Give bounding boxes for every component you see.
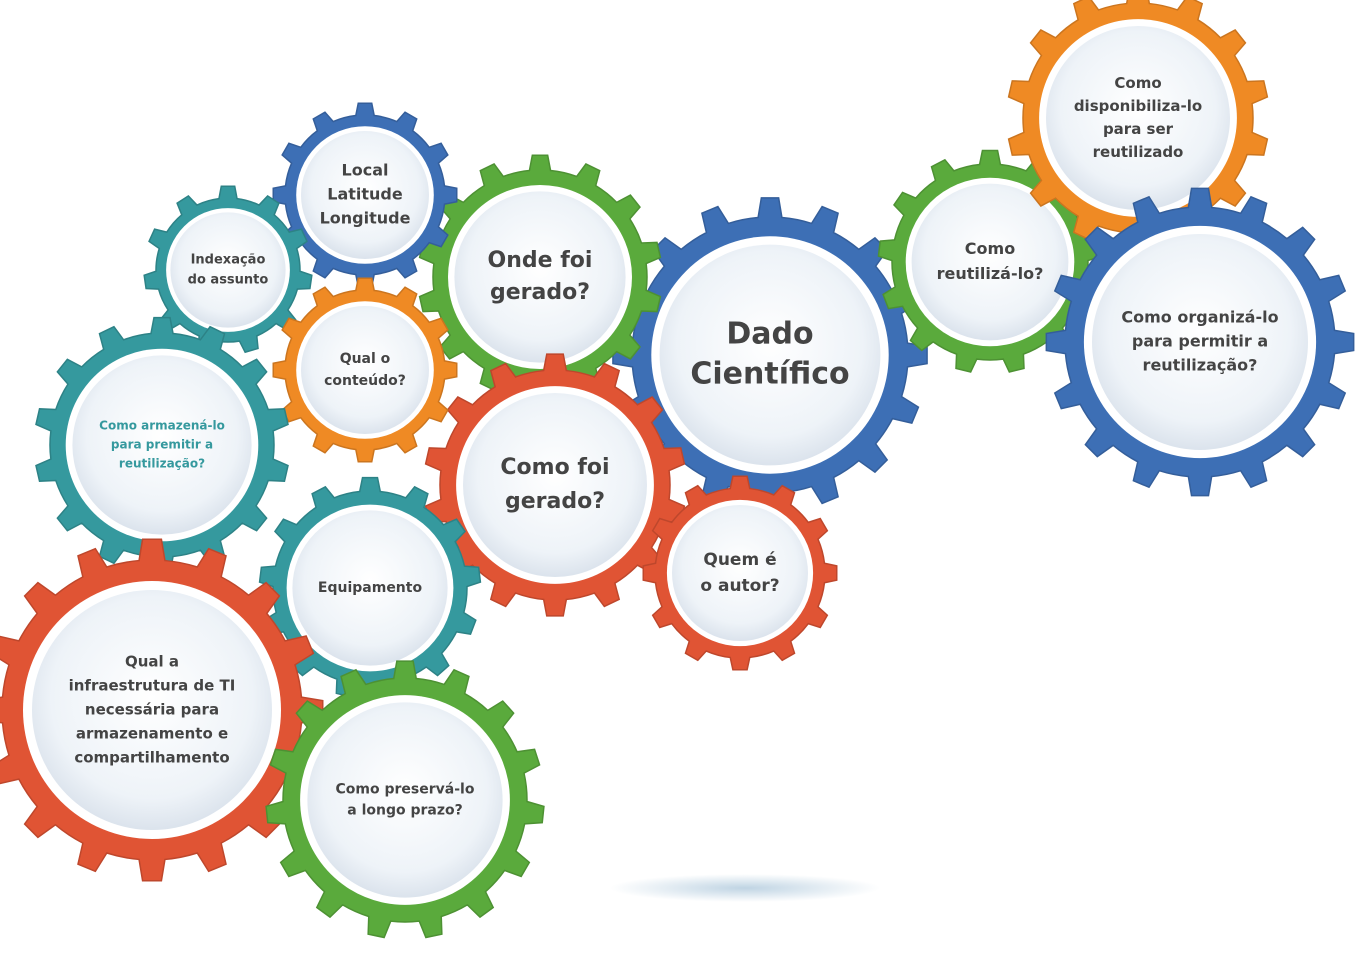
gear-label-line: reutilização? [1143, 356, 1258, 375]
gear-face [301, 131, 429, 259]
gear-label-line: Como [1114, 74, 1161, 92]
gear-label-line: disponibiliza-lo [1074, 97, 1202, 115]
gear-indexacao: Indexação do assunto [143, 185, 313, 354]
gear-label-line: Como armazená-lo [99, 419, 225, 433]
gear-face [72, 355, 252, 535]
gear-como-reutiliza: Como reutilizá-lo? [877, 149, 1103, 373]
gear-label-line: Científico [690, 357, 849, 392]
gear-face [454, 191, 626, 363]
gear-face [911, 183, 1069, 341]
gear-face [307, 702, 503, 898]
gear-como-foi-gerado: Como foi gerado? [424, 353, 686, 617]
gear-label-line: infraestrutura de TI [69, 677, 236, 695]
gear-label-line: Onde foi [488, 248, 593, 273]
gear-como-armazena: Como armazená-lo para premitir a reutiliza… [35, 316, 289, 574]
gear-face [463, 393, 647, 577]
gear-label-line: Como organizá-lo [1121, 308, 1278, 327]
gear-qual-o-conteudo: Qual o conteúdo? [272, 277, 458, 463]
gear-face [301, 306, 429, 434]
gear-label-line: Latitude [327, 185, 403, 204]
gear-label-line: Quem é [703, 550, 776, 570]
gear-face [1046, 26, 1230, 210]
gear-face [659, 244, 881, 466]
gear-como-preserva: Como preservá-lo a longo prazo? [265, 660, 545, 939]
gear-label-line: gerado? [490, 280, 590, 305]
gear-label-line: Longitude [320, 209, 411, 228]
gear-como-organiza: Como organizá-lo para permitir a reutiliza… [1045, 187, 1355, 497]
gear-label-line: Local [342, 161, 389, 180]
gear-label-line: reutilização? [119, 457, 205, 471]
gear-label-line: Qual a [125, 653, 179, 671]
gear-label-line: armazenamento e [76, 725, 228, 743]
gear-label-line: Qual o [340, 351, 391, 367]
gear-label-line: Como [965, 239, 1015, 258]
gear-label-line: gerado? [505, 489, 605, 514]
gear-label-line: Dado [726, 317, 813, 352]
gear-label-line: reutilizá-lo? [937, 264, 1044, 283]
gear-face [32, 590, 272, 830]
gear-infraestrutura: Qual a infraestrutura de TI necessária par… [0, 538, 324, 882]
floor-shadow [610, 874, 880, 902]
gear-quem-e-o-autor: Quem é o autor? [642, 475, 838, 671]
gear-label-line: compartilhamento [74, 749, 229, 767]
gear-face [292, 510, 448, 666]
gear-label-line: o autor? [700, 576, 779, 596]
gear-label-line: Equipamento [318, 580, 423, 596]
gear-label-line: para ser [1103, 120, 1174, 138]
gear-label-line: do assunto [188, 273, 269, 288]
gear-label-line: conteúdo? [324, 373, 406, 389]
gear-label-line: necessária para [85, 701, 219, 719]
gear-onde-foi-gerado: Onde foi gerado? [418, 154, 662, 400]
gear-label-line: a longo prazo? [347, 803, 462, 819]
gear-como-disponibiliza: Como disponibiliza-lo para ser reutilizado [1007, 0, 1269, 250]
gear-label-line: para premitir a [111, 438, 213, 452]
gear-equipamento: Equipamento [258, 476, 482, 698]
gear-label-line: reutilizado [1093, 143, 1184, 161]
gear-label-line: Como preservá-lo [336, 782, 475, 798]
gear-face [170, 212, 286, 328]
gear-label-line: Como foi [500, 455, 609, 480]
gear-label-line: para permitir a [1132, 332, 1268, 351]
gear-face [672, 505, 808, 641]
gear-face [1092, 234, 1308, 450]
gear-label-line: Indexação [191, 253, 266, 268]
